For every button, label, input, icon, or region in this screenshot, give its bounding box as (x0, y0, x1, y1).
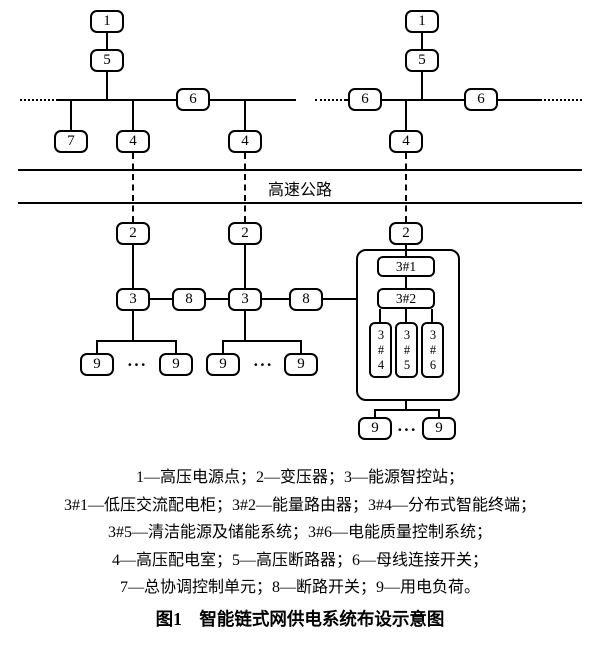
node-9-load: 9 (358, 417, 392, 440)
node-4-middle: 4 (228, 130, 262, 153)
node-9-load: 9 (284, 353, 318, 376)
connector-vline (300, 341, 302, 353)
figure-caption: 图1 智能链式网供电系统布设示意图 (155, 609, 445, 629)
connector-vline (244, 101, 246, 130)
ellipsis-loads: ··· (252, 355, 273, 374)
node-2-middle: 2 (228, 222, 262, 245)
branch-hline (96, 340, 177, 342)
connector-vline (421, 32, 423, 50)
node-9-load: 9 (80, 353, 114, 376)
node-4-left: 4 (116, 130, 150, 153)
highway-label: 高速公路 (267, 182, 332, 199)
connector-hline (262, 298, 289, 300)
node-3-middle: 3 (228, 288, 262, 311)
node-5-left: 5 (90, 49, 124, 72)
highway-line-bottom (18, 202, 582, 204)
ellipsis-loads: ··· (126, 355, 147, 374)
node-1-right: 1 (405, 10, 439, 33)
node-6-right-b: 6 (464, 88, 498, 111)
legend-line-1: 1—高压电源点；2—变压器；3—能源智控站； (135, 469, 464, 486)
connector-hline (206, 298, 228, 300)
connector-vline (405, 401, 407, 411)
legend-line-2: 3#1—低压交流配电柜；3#2—能量路由器；3#4—分布式智能终端； (63, 496, 536, 514)
connector-vline (175, 341, 177, 353)
bus-dotted-end-left (20, 99, 58, 101)
node-3-4: 3#4 (369, 322, 392, 378)
highway-line-top (18, 169, 582, 171)
bus-line-right (346, 99, 540, 101)
node-1-left: 1 (90, 10, 124, 33)
connector-vline (421, 71, 423, 100)
dashed-feeder-line (405, 153, 407, 222)
node-3-6: 3#6 (421, 322, 444, 378)
legend: 1—高压电源点；2—变压器；3—能源智控站； 3#1—低压交流配电柜；3#2—能… (0, 464, 600, 602)
node-4-right: 4 (389, 130, 423, 153)
node-3-5: 3#5 (395, 322, 418, 378)
branch-hline (374, 409, 440, 411)
connector-vline (132, 311, 134, 341)
bus-dotted-end-right (540, 99, 582, 101)
node-9-load: 9 (422, 417, 456, 440)
connector-vline (244, 311, 246, 341)
ellipsis-loads: ··· (396, 420, 417, 439)
node-9-load: 9 (159, 353, 193, 376)
connector-vline (438, 410, 440, 418)
node-7: 7 (54, 130, 88, 153)
node-3-left: 3 (116, 288, 150, 311)
bus-dotted-end-mid (315, 99, 346, 101)
node-6-left: 6 (176, 88, 210, 111)
connector-vline (374, 410, 376, 418)
node-2-left: 2 (116, 222, 150, 245)
dashed-feeder-line (244, 153, 246, 222)
station-detail-frame (356, 249, 460, 401)
node-8-b: 8 (289, 288, 323, 311)
legend-line-3: 3#5—清洁能源及储能系统；3#6—电能质量控制系统； (107, 524, 492, 541)
node-6-right-a: 6 (348, 88, 382, 111)
connector-vline (244, 245, 246, 288)
connector-vline (106, 71, 108, 100)
node-8-a: 8 (172, 288, 206, 311)
connector-hline (150, 298, 172, 300)
legend-line-4: 4—高压配电室；5—高压断路器；6—母线连接开关； (111, 551, 488, 569)
connector-vline (379, 309, 381, 322)
connector-vline (132, 101, 134, 130)
connector-vline (405, 309, 407, 322)
dashed-feeder-line (132, 153, 134, 222)
connector-vline (96, 341, 98, 353)
legend-line-5: 7—总协调控制单元；8—断路开关；9—用电负荷。 (119, 579, 480, 596)
connector-vline (222, 341, 224, 353)
branch-hline (222, 340, 302, 342)
connector-vline (106, 32, 108, 50)
node-3-1: 3#1 (377, 256, 435, 277)
connector-vline (431, 309, 433, 322)
connector-vline (405, 101, 407, 130)
node-2-right: 2 (389, 222, 423, 245)
connector-hline (323, 298, 356, 300)
connector-vline (132, 245, 134, 288)
node-3-2: 3#2 (377, 288, 435, 309)
connector-vline (405, 277, 407, 288)
connector-vline (70, 101, 72, 130)
node-5-right: 5 (405, 49, 439, 72)
node-9-load: 9 (206, 353, 240, 376)
